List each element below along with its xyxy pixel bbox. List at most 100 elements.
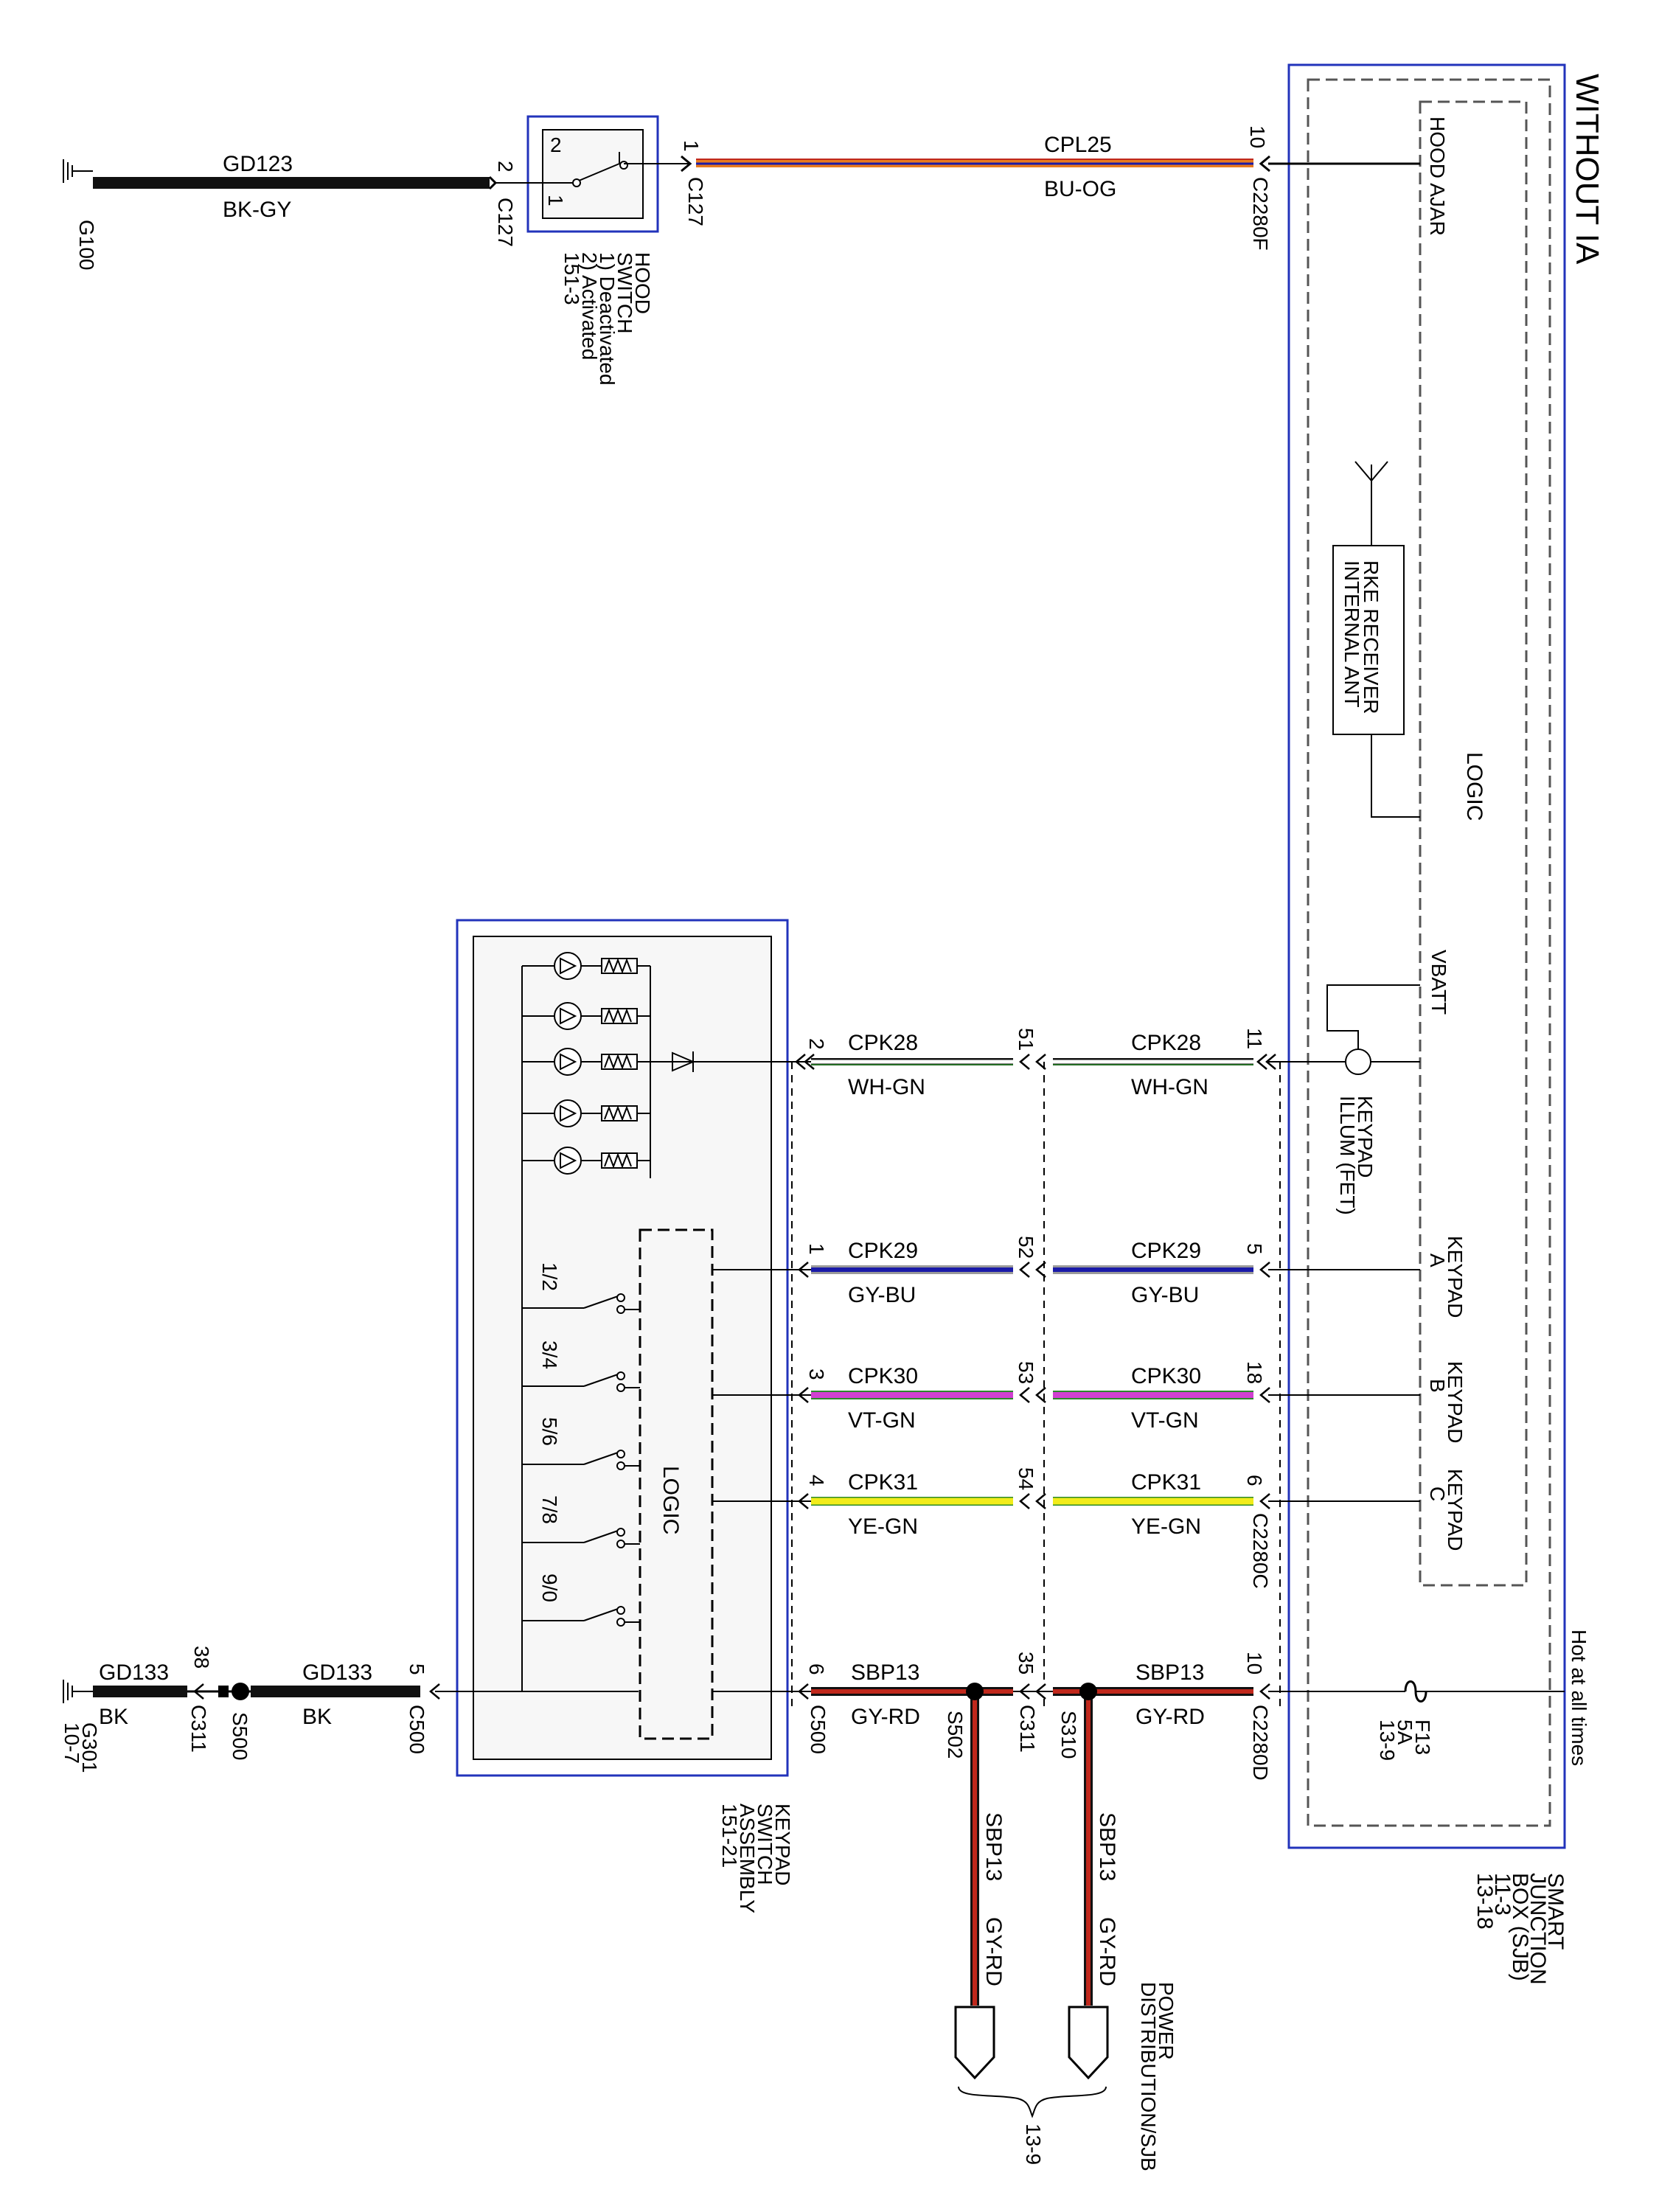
svg-text:JUNCTION: JUNCTION bbox=[1526, 1873, 1550, 1985]
cpk28-wire bbox=[811, 1058, 1253, 1065]
cpk30-name-a: CPK30 bbox=[848, 1364, 918, 1388]
cpk31-color-a: YE-GN bbox=[848, 1514, 918, 1539]
fuse-f13-label: F13 5A 13-9 bbox=[1376, 1719, 1434, 1761]
svg-text:7/8: 7/8 bbox=[538, 1495, 561, 1524]
gd133-pin-c311: 38 bbox=[190, 1646, 213, 1669]
keypad-c-label: KEYPAD C bbox=[1426, 1469, 1467, 1551]
c311-ground-terminal bbox=[218, 1686, 229, 1697]
svg-text:11-3: 11-3 bbox=[1490, 1873, 1514, 1916]
svg-text:5A: 5A bbox=[1394, 1719, 1416, 1745]
sbp13-color-b: GY-RD bbox=[1135, 1705, 1205, 1729]
sbp13-chevron-c500 bbox=[798, 1683, 809, 1700]
cpl25-conn-b: C2280F bbox=[1249, 177, 1272, 251]
gd133-connector-c311: C311 bbox=[187, 1705, 210, 1753]
cpk29-pin-c500: 1 bbox=[805, 1243, 828, 1255]
sjb-module bbox=[1287, 63, 1566, 1849]
rke-antenna-fork-a bbox=[1354, 461, 1372, 481]
sbp13-vertical-color-a: GY-RD bbox=[981, 1917, 1006, 1986]
svg-text:151-3: 151-3 bbox=[560, 252, 583, 305]
cpk29-pin-c311: 52 bbox=[1015, 1236, 1037, 1259]
cpk30-chevron-c311 bbox=[1019, 1387, 1046, 1403]
svg-text:SWITCH: SWITCH bbox=[754, 1804, 776, 1885]
led-icon bbox=[554, 952, 582, 980]
led-icon bbox=[554, 1002, 582, 1030]
cpk29-chevron-c2280 bbox=[1259, 1262, 1270, 1278]
cpk31-color-b: YE-GN bbox=[1131, 1514, 1201, 1539]
led-row bbox=[522, 1002, 650, 1030]
cpk31-name-b: CPK31 bbox=[1131, 1470, 1201, 1495]
led-row bbox=[522, 952, 650, 980]
sbp13-vertical-name-a: SBP13 bbox=[981, 1812, 1006, 1881]
cpk31-name-a: CPK31 bbox=[848, 1470, 918, 1495]
hood-switch-pivot bbox=[572, 178, 581, 187]
rke-link-line bbox=[1371, 734, 1420, 818]
svg-text:13-18: 13-18 bbox=[1472, 1873, 1497, 1930]
led-row bbox=[522, 1048, 650, 1076]
led-icon bbox=[554, 1147, 582, 1175]
svg-text:10-7: 10-7 bbox=[60, 1722, 83, 1764]
gd123-color: BK-GY bbox=[223, 198, 291, 222]
keypad-switch-5-6: 5/6 bbox=[522, 1417, 640, 1470]
ground-g100-label: G100 bbox=[75, 220, 98, 271]
sjb-title: WITHOUT IA bbox=[1569, 74, 1605, 265]
gd133-name-a: GD133 bbox=[99, 1660, 169, 1685]
svg-text:SMART: SMART bbox=[1543, 1873, 1568, 1950]
gd123-connector-chevron bbox=[488, 175, 498, 190]
keypad-switch-3-4: 3/4 bbox=[522, 1340, 640, 1392]
svg-text:POWER: POWER bbox=[1155, 1982, 1178, 2060]
rke-receiver-box bbox=[1332, 545, 1405, 735]
keypad-logic-box bbox=[639, 1228, 714, 1740]
svg-text:DISTRIBUTION/SJB: DISTRIBUTION/SJB bbox=[1137, 1982, 1160, 2171]
gd123-name: GD123 bbox=[223, 152, 293, 176]
cpk30-pin-c311: 53 bbox=[1015, 1361, 1037, 1384]
cpk28-color-b: WH-GN bbox=[1131, 1075, 1208, 1099]
led-icon bbox=[554, 1048, 582, 1076]
cpk29-chevron-c311 bbox=[1019, 1262, 1046, 1278]
power-dist-ref-icon-b bbox=[1068, 2006, 1109, 2080]
splice-s310-label: S310 bbox=[1057, 1711, 1080, 1759]
gd133-pin-c500: 5 bbox=[406, 1663, 428, 1675]
cpk31-chevron-c2280 bbox=[1259, 1493, 1270, 1509]
cpk29-chevron-c500 bbox=[798, 1262, 809, 1278]
rke-antenna-fork-b bbox=[1371, 461, 1388, 481]
cpk29-pin-c2280: 5 bbox=[1243, 1243, 1266, 1255]
cpk28-pin-c2280: 11 bbox=[1243, 1028, 1266, 1049]
hood-switch-contact-icon bbox=[495, 152, 620, 184]
keypad-switch-1-2: 1/2 bbox=[522, 1262, 640, 1314]
hood-switch-pin1: 1 bbox=[544, 195, 567, 206]
sbp13-chevron-c2280 bbox=[1259, 1683, 1270, 1700]
svg-text:KEYPAD: KEYPAD bbox=[1444, 1361, 1467, 1444]
gd133-name-b: GD133 bbox=[302, 1660, 372, 1685]
cpk31-chevron-c311 bbox=[1019, 1493, 1046, 1509]
svg-text:C: C bbox=[1426, 1486, 1449, 1501]
power-dist-label: POWER DISTRIBUTION/SJB bbox=[1137, 1982, 1178, 2171]
gd123-connector: C127 bbox=[494, 198, 517, 247]
sbp13-pin-c2280: 10 bbox=[1243, 1652, 1266, 1674]
cpk30-name-b: CPK30 bbox=[1131, 1364, 1201, 1388]
splice-s310-icon bbox=[1079, 1683, 1097, 1700]
gd123-pin: 2 bbox=[494, 161, 517, 173]
keypad-switch-label: KEYPAD SWITCH ASSEMBLY 151-21 bbox=[718, 1804, 794, 1913]
sbp13-connector-c500: C500 bbox=[807, 1705, 830, 1754]
gd133-color-b: BK bbox=[302, 1705, 332, 1729]
power-dist-brace bbox=[958, 2086, 1107, 2118]
sbp13-vertical-name-b: SBP13 bbox=[1095, 1812, 1119, 1881]
cpl25-chevron-c2280f bbox=[1259, 155, 1270, 173]
fet-icon bbox=[1345, 1048, 1371, 1075]
cpl25-pin-a: 1 bbox=[680, 140, 703, 152]
cpk30-color-b: VT-GN bbox=[1131, 1408, 1199, 1433]
svg-text:SWITCH: SWITCH bbox=[613, 252, 636, 333]
cpl25-conn-a: C127 bbox=[684, 177, 707, 226]
cpl25-chevron-c127 bbox=[681, 155, 692, 173]
svg-text:5/6: 5/6 bbox=[538, 1417, 561, 1446]
cpl25-pin-b: 10 bbox=[1246, 125, 1269, 148]
gd133-connector-c500: C500 bbox=[406, 1705, 428, 1754]
gd133-chevron-c500 bbox=[429, 1683, 440, 1700]
splice-s502-label: S502 bbox=[944, 1711, 967, 1759]
sbp13-vertical-color-b: GY-RD bbox=[1095, 1917, 1119, 1986]
svg-text:KEYPAD: KEYPAD bbox=[1444, 1236, 1467, 1318]
sbp13-pin-c311: 35 bbox=[1015, 1652, 1037, 1674]
hood-switch-module bbox=[526, 115, 659, 233]
svg-text:HOOD: HOOD bbox=[631, 252, 654, 314]
power-dist-ref-icon-a bbox=[954, 2006, 995, 2080]
